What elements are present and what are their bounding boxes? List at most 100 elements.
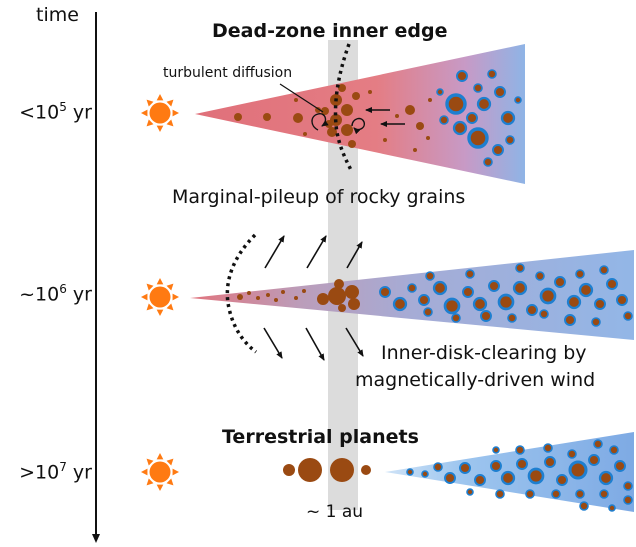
icy-grain (500, 470, 516, 486)
rocky-grain (315, 107, 321, 113)
icy-grain (487, 69, 497, 79)
icy-grain (483, 157, 493, 167)
icy-grain (467, 127, 489, 149)
icy-grain (598, 470, 614, 486)
time-exponent: 5 (59, 100, 67, 114)
turbulent-diffusion-pointer (279, 83, 324, 113)
rocky-grain (294, 296, 298, 300)
icy-grain (494, 86, 506, 98)
icy-grain (443, 297, 461, 315)
stage-2-caption-line-2: magnetically-driven wind (355, 369, 596, 391)
rocky-grain (338, 304, 346, 312)
rocky-grain (383, 138, 387, 142)
icy-grain (614, 460, 626, 472)
icy-grain (476, 96, 492, 112)
rocky-grain (334, 279, 344, 289)
rocky-grain (321, 107, 329, 115)
icy-grain (379, 286, 391, 298)
time-axis-arrowhead (92, 534, 100, 543)
rocky-grain (413, 148, 417, 152)
time-unit: yr (66, 101, 92, 124)
arrow-icon (345, 327, 364, 357)
rocky-grain (266, 293, 270, 297)
icy-grain (456, 70, 468, 82)
rocky-grain (303, 132, 307, 136)
icy-grain (567, 449, 577, 459)
icy-grain (421, 470, 429, 478)
icy-grain (473, 83, 483, 93)
time-base: >10 (19, 461, 60, 484)
icy-grain (594, 298, 606, 310)
icy-grain (465, 269, 475, 279)
icy-grain (407, 283, 417, 293)
rocky-grain (395, 114, 399, 118)
rocky-grain (256, 296, 260, 300)
icy-grain (466, 488, 474, 496)
arrow-icon (264, 235, 285, 269)
time-unit: yr (66, 283, 92, 306)
icy-grain (526, 304, 538, 316)
icy-grain (500, 110, 516, 126)
rocky-grain (293, 113, 303, 123)
time-axis-label: time (36, 4, 79, 26)
sun-icon (141, 278, 179, 316)
rocky-grain (281, 290, 285, 294)
rocky-grain (283, 464, 295, 476)
icy-grain (591, 317, 601, 327)
time-exponent: 7 (59, 460, 67, 474)
icy-grain (539, 287, 557, 305)
icy-grain (451, 313, 461, 323)
rocky-grain (237, 294, 243, 300)
icy-grain (472, 296, 488, 312)
rocky-grain (341, 124, 353, 136)
icy-grain (556, 474, 568, 486)
icy-grain (418, 294, 430, 306)
rocky-grain (294, 98, 298, 102)
icy-grain (588, 454, 600, 466)
rocky-grain (416, 122, 424, 130)
rocky-grain (317, 293, 329, 305)
rocky-grain (352, 92, 360, 100)
stage-3-title: Terrestrial planets (222, 426, 419, 448)
rocky-grain (327, 127, 337, 137)
arrow-icon (346, 241, 363, 269)
icy-grain (490, 460, 502, 472)
icy-grain (599, 489, 609, 499)
rocky-grain (368, 90, 372, 94)
rocky-grain (428, 98, 432, 102)
icy-grain (566, 294, 582, 310)
stage-2-caption-line-1: Inner-disk-clearing by (381, 342, 587, 364)
icy-grain (623, 495, 633, 505)
rocky-grain (330, 458, 354, 482)
icy-grain (462, 286, 474, 298)
icy-grain (495, 489, 505, 499)
icy-grain (433, 462, 443, 472)
icy-grain (527, 467, 545, 485)
icy-grain (516, 458, 528, 470)
icy-grain (578, 282, 594, 298)
icy-grain (575, 269, 585, 279)
icy-grain (606, 278, 618, 290)
rocky-grain (348, 298, 360, 310)
icy-grain (554, 276, 566, 288)
time-label-stage-2: ~106 yr (0, 282, 92, 305)
icy-grain (623, 481, 633, 491)
icy-grain (492, 144, 504, 156)
icy-grain (466, 112, 478, 124)
icy-grain (452, 120, 468, 136)
rocky-grain (338, 84, 346, 92)
icy-grain (535, 271, 545, 281)
icy-grain (543, 443, 553, 453)
icy-grain (515, 263, 525, 273)
rocky-grain (298, 458, 322, 482)
rocky-grain (405, 105, 415, 115)
rocky-grain (328, 287, 346, 305)
icy-grain (425, 271, 435, 281)
icy-grain (551, 489, 561, 499)
time-label-stage-1: <105 yr (0, 100, 92, 123)
icy-grain (497, 293, 515, 311)
rocky-grain (426, 136, 430, 140)
turbulent-swirl-icon (351, 117, 366, 135)
icy-grain (492, 446, 500, 454)
